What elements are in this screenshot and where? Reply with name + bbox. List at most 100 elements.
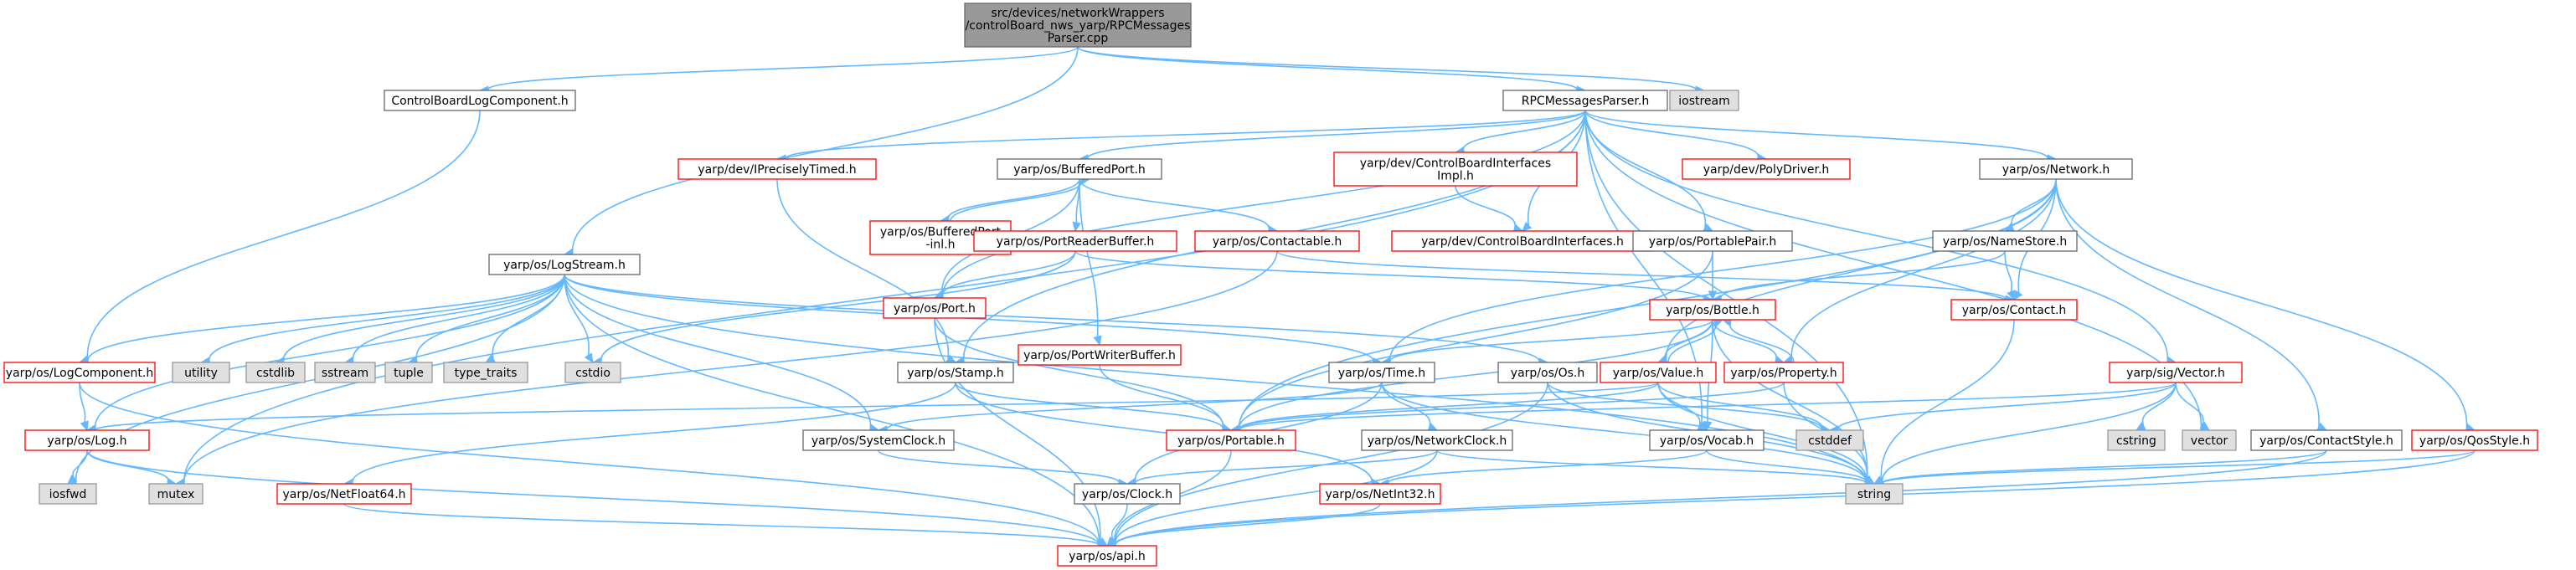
- node-api[interactable]: yarp/os/api.h: [1057, 545, 1157, 567]
- edge-line: [1115, 449, 2327, 546]
- node-label: yarp/os/BufferedPort: [880, 226, 1002, 239]
- node-label: yarp/os/SystemClock.h: [811, 434, 945, 448]
- node-box: [1632, 230, 1793, 252]
- node-qosstyle[interactable]: yarp/os/QosStyle.h: [2411, 429, 2538, 451]
- node-netint32[interactable]: yarp/os/NetInt32.h: [1319, 483, 1441, 505]
- node-cstdlib: cstdlib: [245, 362, 306, 383]
- node-label: yarp/os/Time.h: [1338, 367, 1425, 380]
- edge-arrowhead: [1708, 290, 1718, 301]
- node-label: yarp/dev/ControlBoardInterfaces: [1360, 157, 1551, 171]
- node-value[interactable]: yarp/os/Value.h: [1600, 362, 1717, 383]
- node-stamp[interactable]: yarp/os/Stamp.h: [897, 362, 1014, 383]
- edge-line: [1729, 321, 1795, 363]
- node-label: cstdlib: [256, 367, 295, 380]
- edge-arrowhead: [67, 475, 78, 485]
- edge-line: [1882, 382, 2177, 483]
- edge-line: [564, 274, 590, 356]
- node-bottle[interactable]: yarp/os/Bottle.h: [1649, 299, 1776, 321]
- node-box: [2107, 429, 2166, 451]
- edge-line: [95, 382, 1659, 431]
- node-label: yarp/os/BufferedPort.h: [1013, 163, 1146, 177]
- edge-root-to-iostream: [1077, 46, 1706, 95]
- edge-line: [1463, 110, 1586, 151]
- node-label: yarp/os/NetInt32.h: [1325, 488, 1435, 501]
- node-iprecise[interactable]: yarp/dev/IPreciselyTimed.h: [677, 158, 877, 180]
- edge-line: [79, 382, 1100, 546]
- edge-line: [1239, 382, 1785, 431]
- node-logstream[interactable]: yarp/os/LogStream.h: [488, 254, 641, 275]
- edge-line: [1389, 178, 2057, 362]
- node-label: iosfwd: [49, 488, 87, 501]
- node-label: cstdio: [575, 367, 611, 380]
- edge-portablepair-to-bottle: [1708, 250, 1718, 301]
- node-port[interactable]: yarp/os/Port.h: [883, 297, 987, 319]
- edge-line: [1436, 449, 1867, 485]
- node-label: yarp/os/NetworkClock.h: [1368, 434, 1507, 448]
- edge-line: [1584, 110, 1759, 158]
- node-box: [1669, 90, 1739, 111]
- node-box: [1074, 483, 1181, 505]
- edge-arrowhead: [1072, 221, 1081, 233]
- node-log[interactable]: yarp/os/Log.h: [24, 429, 150, 451]
- edge-line: [1706, 449, 1867, 484]
- node-box: [488, 254, 641, 275]
- node-vocab[interactable]: yarp/os/Vocab.h: [1649, 429, 1765, 451]
- node-label: yarp/os/Stamp.h: [907, 367, 1004, 380]
- node-box: [1723, 362, 1844, 383]
- node-label: cstddef: [1808, 434, 1852, 448]
- node-sigvector[interactable]: yarp/sig/Vector.h: [2109, 362, 2243, 383]
- node-netfloat64[interactable]: yarp/os/NetFloat64.h: [276, 483, 412, 505]
- node-cblog[interactable]: ControlBoardLogComponent.h: [384, 90, 576, 111]
- edge-line: [1079, 178, 1099, 337]
- node-network[interactable]: yarp/os/Network.h: [1979, 158, 2133, 180]
- edge-sigvector-to-cstddef: [1828, 382, 2177, 434]
- node-os[interactable]: yarp/os/Os.h: [1497, 362, 1598, 383]
- node-box: [1057, 545, 1157, 567]
- node-contact[interactable]: yarp/os/Contact.h: [1950, 299, 2078, 321]
- node-cstring: cstring: [2107, 429, 2166, 451]
- node-portable[interactable]: yarp/os/Portable.h: [1166, 429, 1296, 451]
- edge-line: [352, 382, 956, 484]
- edge-line: [1115, 449, 1438, 545]
- node-portreaderbuf[interactable]: yarp/os/PortReaderBuffer.h: [973, 230, 1177, 252]
- edge-netint32-to-api: [1105, 503, 1381, 550]
- edge-portreaderbuf-to-port: [933, 250, 1076, 301]
- node-logcomp[interactable]: yarp/os/LogComponent.h: [3, 362, 156, 383]
- node-contactstyle[interactable]: yarp/os/ContactStyle.h: [2250, 429, 2403, 451]
- node-networkclock[interactable]: yarp/os/NetworkClock.h: [1361, 429, 1513, 451]
- node-label: yarp/os/Vocab.h: [1660, 434, 1754, 448]
- node-root[interactable]: src/devices/networkWrappers/controlBoard…: [964, 3, 1192, 48]
- node-label: -inl.h: [925, 239, 955, 252]
- edge-line: [1584, 110, 2048, 160]
- edge-rpc-to-network: [1584, 110, 2058, 163]
- edge-line: [950, 180, 1082, 222]
- node-cbi[interactable]: yarp/dev/ControlBoardInterfaces.h: [1391, 230, 1654, 252]
- edge-sigvector-to-vector: [2175, 382, 2210, 431]
- node-label: src/devices/networkWrappers: [992, 7, 1165, 20]
- edge-layer: [66, 46, 2476, 550]
- node-portwriterbuf[interactable]: yarp/os/PortWriterBuffer.h: [1018, 344, 1182, 366]
- node-namestore[interactable]: yarp/os/NameStore.h: [1932, 230, 2078, 252]
- node-label: utility: [184, 367, 218, 380]
- node-systemclock[interactable]: yarp/os/SystemClock.h: [802, 429, 955, 451]
- node-rpc[interactable]: RPCMessagesParser.h: [1502, 90, 1668, 111]
- node-portablepair[interactable]: yarp/os/PortablePair.h: [1632, 230, 1793, 252]
- edge-line: [886, 382, 1383, 431]
- node-box: [2109, 362, 2243, 383]
- edge-line: [1381, 382, 1867, 484]
- edge-line: [1388, 449, 1708, 485]
- edge-vocab-to-netint32: [1378, 449, 1708, 488]
- node-polydriver[interactable]: yarp/dev/PolyDriver.h: [1682, 158, 1851, 180]
- node-box: [384, 90, 576, 111]
- node-property[interactable]: yarp/os/Property.h: [1723, 362, 1844, 383]
- node-label: yarp/os/Bottle.h: [1666, 304, 1759, 317]
- node-time[interactable]: yarp/os/Time.h: [1328, 362, 1435, 383]
- edge-line: [2175, 382, 2204, 426]
- edge-line: [1110, 503, 1128, 541]
- edge-namestore-to-contact: [2004, 250, 2016, 301]
- node-contactable[interactable]: yarp/os/Contactable.h: [1194, 230, 1360, 252]
- node-bufport[interactable]: yarp/os/BufferedPort.h: [997, 158, 1162, 180]
- node-tuple: tuple: [384, 362, 433, 383]
- node-clock[interactable]: yarp/os/Clock.h: [1074, 483, 1181, 505]
